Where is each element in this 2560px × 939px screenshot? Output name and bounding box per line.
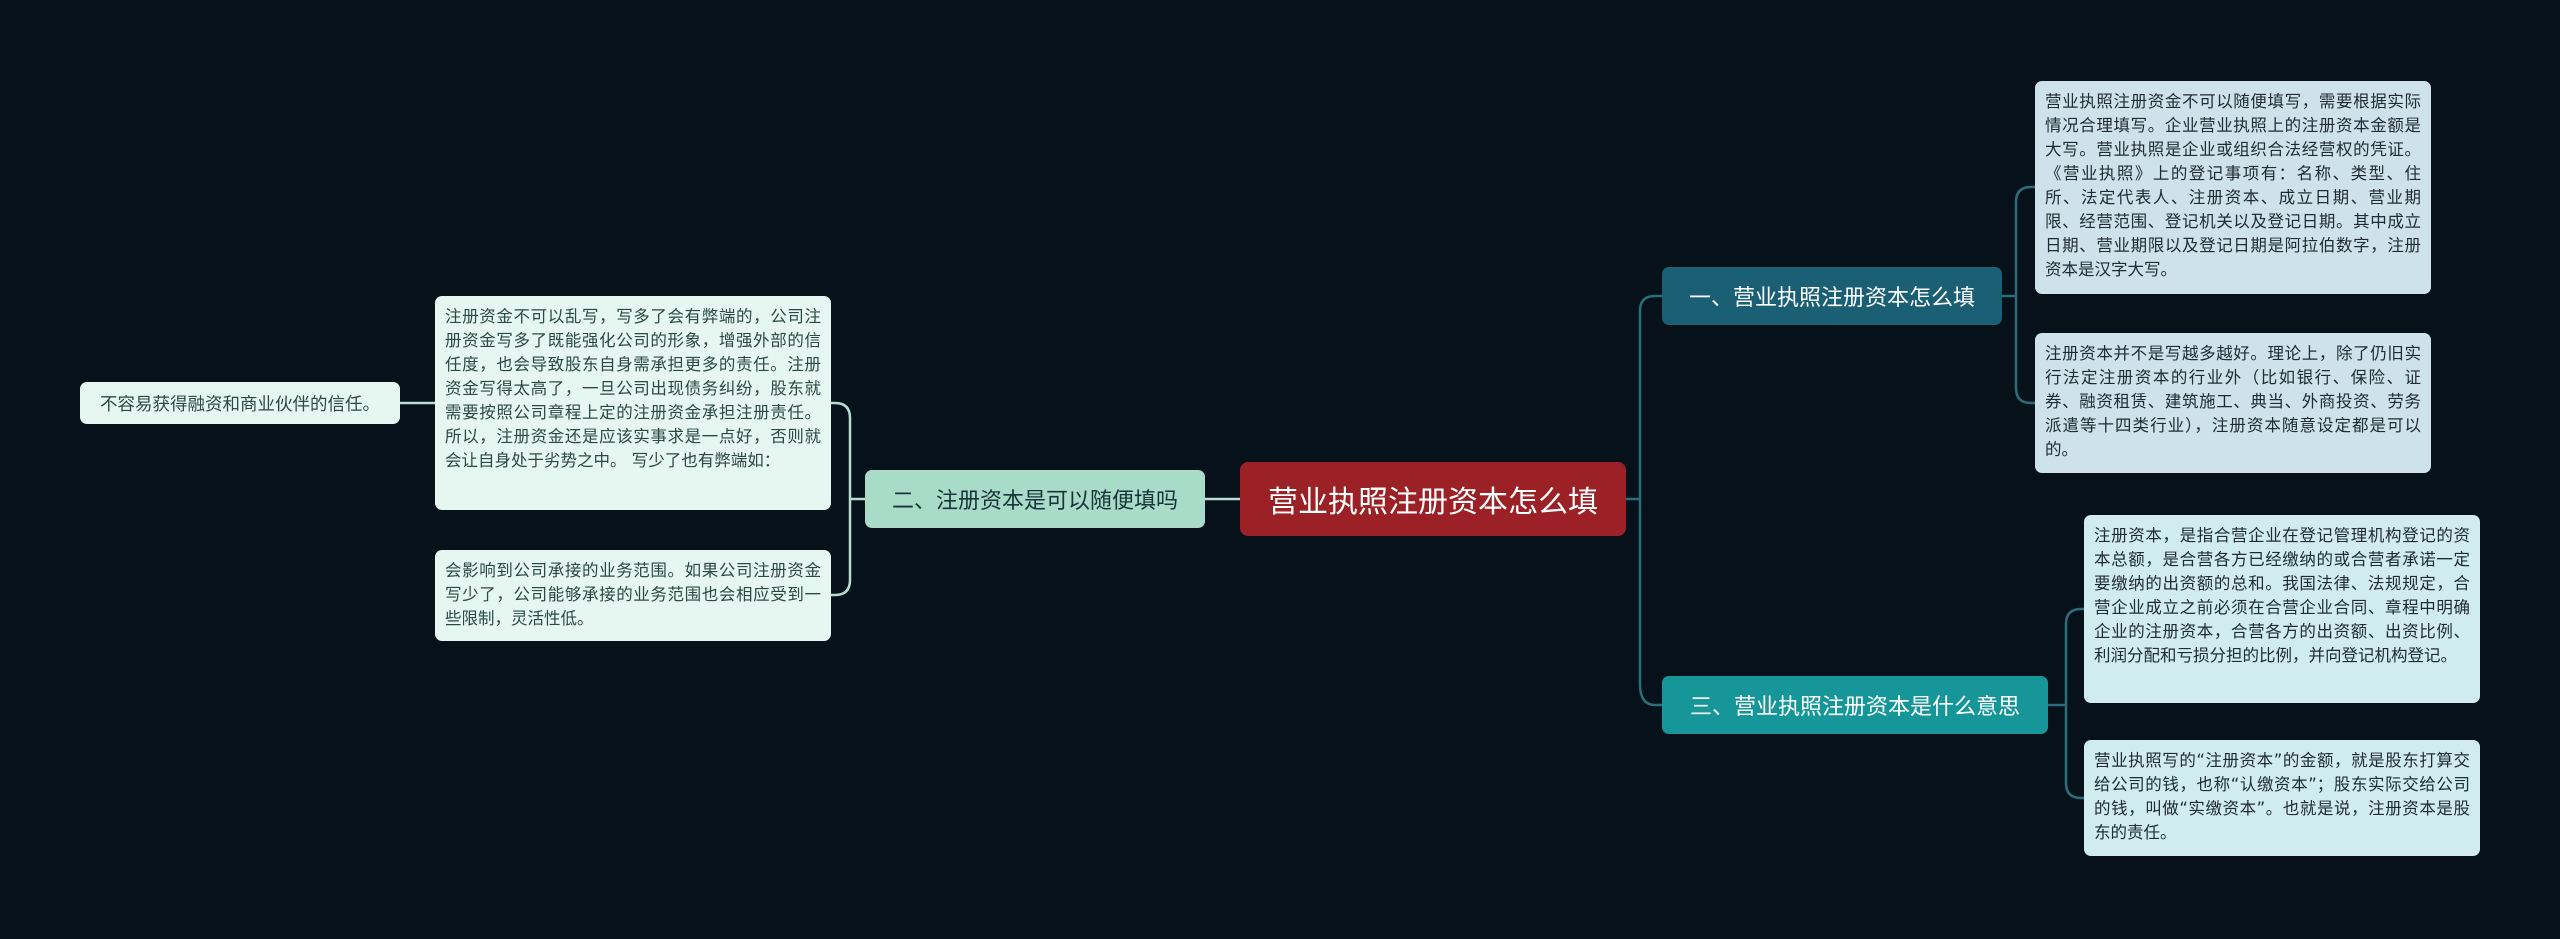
- connector-b3-spine: [2064, 607, 2084, 800]
- branch-1-card-1[interactable]: 营业执照注册资金不可以随便填写，需要根据实际情况合理填写。企业营业执照上的注册资…: [2035, 81, 2431, 294]
- connector-b1-spine: [2014, 185, 2035, 405]
- branch-3-card-1[interactable]: 注册资本，是指合营企业在登记管理机构登记的资本总额，是合营各方已经缴纳的或合营者…: [2084, 515, 2480, 703]
- branch-1-card-2[interactable]: 注册资本并不是写越多越好。理论上，除了仍旧实行法定注册资本的行业外（比如银行、保…: [2035, 333, 2431, 473]
- branch-2-leaf[interactable]: 不容易获得融资和商业伙伴的信任。: [80, 382, 400, 424]
- connector-b2-spine: [831, 401, 852, 597]
- branch-2-card-1[interactable]: 注册资金不可以乱写，写多了会有弊端的，公司注册资金写多了既能强化公司的形象，增强…: [435, 296, 831, 510]
- branch-3-topic[interactable]: 三、营业执照注册资本是什么意思: [1662, 676, 2048, 734]
- root-node[interactable]: 营业执照注册资本怎么填: [1240, 462, 1626, 536]
- connector-right-spine: [1638, 294, 1662, 707]
- branch-3-card-2[interactable]: 营业执照写的“注册资本”的金额，就是股东打算交给公司的钱，也称“认缴资本”；股东…: [2084, 740, 2480, 856]
- branch-1-topic[interactable]: 一、营业执照注册资本怎么填: [1662, 267, 2002, 325]
- branch-2-card-2[interactable]: 会影响到公司承接的业务范围。如果公司注册资金写少了，公司能够承接的业务范围也会相…: [435, 550, 831, 641]
- branch-2-topic[interactable]: 二、注册资本是可以随便填吗: [865, 470, 1205, 528]
